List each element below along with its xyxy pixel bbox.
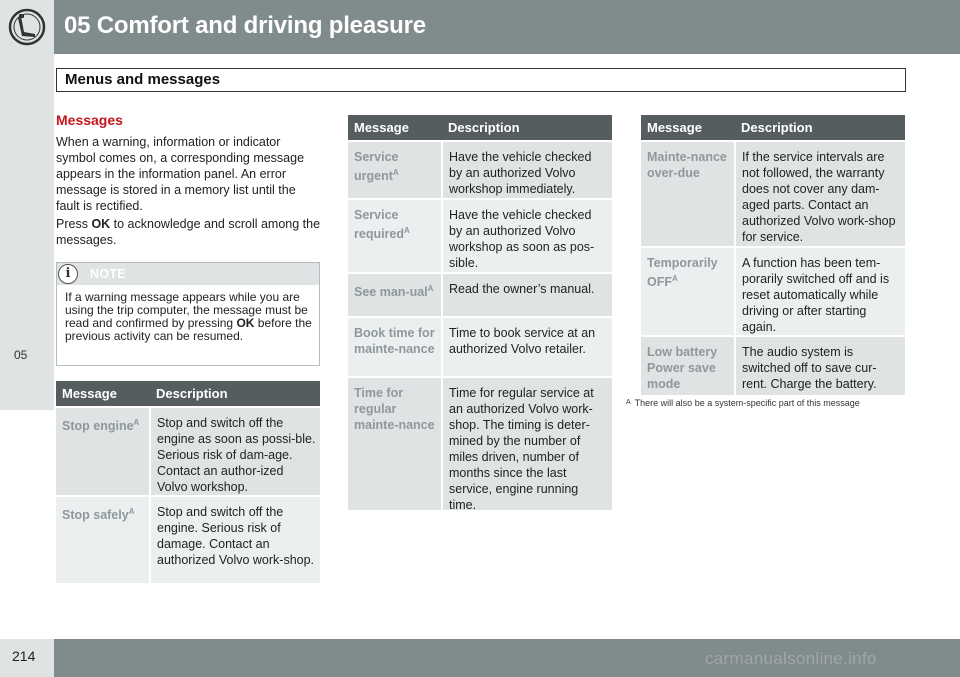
footnote-mark: A <box>404 226 410 235</box>
message-name: Book time for mainte-nance <box>354 326 435 356</box>
column-divider <box>734 248 736 335</box>
note-box: i NOTE If a warning message appears whil… <box>56 262 320 366</box>
chapter-side-tab: 05 <box>0 54 54 410</box>
message-cell: Time for regular mainte-nance <box>354 385 436 433</box>
ok-key-label: OK <box>91 217 111 231</box>
description-cell: Have the vehicle checked by an authorize… <box>449 208 595 270</box>
note-label: NOTE <box>90 267 126 281</box>
ok-key-label: OK <box>236 316 255 330</box>
footnote-mark: A <box>672 274 678 283</box>
description-cell: Time for regular service at an authorize… <box>449 386 594 512</box>
text-run: If a warning message appears while you a… <box>65 290 308 330</box>
message-cell: Book time for mainte-nance <box>354 325 436 357</box>
message-name: Service urgent <box>354 150 399 184</box>
column-divider <box>734 337 736 395</box>
message-cell: See man-ualA <box>354 281 436 300</box>
intro-paragraph: When a warning, information or indicator… <box>56 135 305 213</box>
table-row: Service urgentA Have the vehicle checked … <box>348 142 612 198</box>
message-cell: Low battery Power save mode <box>647 344 729 392</box>
message-name: See man-ual <box>354 285 428 300</box>
chapter-header-band <box>0 0 960 54</box>
table-row: Mainte-nance over-due If the service inte… <box>641 142 905 246</box>
description-cell: Stop and switch off the engine as soon a… <box>157 416 316 494</box>
table-row: Book time for mainte-nance Time to book s… <box>348 318 612 376</box>
message-cell: Stop safelyA <box>62 504 144 523</box>
message-cell: Stop engineA <box>62 415 144 434</box>
header-message: Message <box>62 386 117 401</box>
table-row: Time for regular mainte-nance Time for re… <box>348 378 612 512</box>
message-name: Service required <box>354 208 405 242</box>
page-number-tile: 214 <box>0 639 54 677</box>
header-description: Description <box>448 120 520 135</box>
text-run: before the previous activity can be resu… <box>65 316 312 343</box>
footnote-mark: A <box>133 418 140 427</box>
header-description: Description <box>741 120 813 135</box>
column-divider <box>441 274 443 316</box>
footnote-mark: A <box>128 507 135 516</box>
header-message: Message <box>647 120 702 135</box>
footer-band <box>0 639 960 677</box>
note-text: If a warning message appears while you a… <box>65 291 315 343</box>
footnote-mark: A <box>626 399 631 406</box>
description-cell: Stop and switch off the engine. Serious … <box>157 505 315 567</box>
section-title: Menus and messages <box>65 71 221 88</box>
table-row: Service requiredA Have the vehicle checke… <box>348 200 612 272</box>
message-name: Temporarily OFF <box>647 256 718 290</box>
header-description: Description <box>156 386 228 401</box>
message-name: Stop safely <box>62 508 129 523</box>
description-cell: Read the owner’s manual. <box>449 282 595 296</box>
table-header: Message Description <box>641 115 905 140</box>
column-divider <box>441 200 443 272</box>
table-row: Low battery Power save mode The audio sys… <box>641 337 905 395</box>
page-number: 214 <box>12 648 36 664</box>
column-divider <box>441 378 443 510</box>
table-row: Stop engineA Stop and switch off the engi… <box>56 408 320 495</box>
message-name: Low battery Power save mode <box>647 345 718 391</box>
footnote-text: There will also be a system-specific par… <box>634 398 860 408</box>
column-divider <box>734 142 736 246</box>
message-name: Stop engine <box>62 419 134 434</box>
description-cell: Have the vehicle checked by an authorize… <box>449 150 592 196</box>
description-cell: The audio system is switched off to save… <box>742 345 877 391</box>
chapter-number: 05 <box>14 348 28 362</box>
footnote-mark: A <box>427 284 434 293</box>
ok-instruction-paragraph: Press OK to acknowledge and scroll among… <box>56 216 322 248</box>
description-cell: If the service intervals are not followe… <box>742 150 896 244</box>
column-divider <box>149 497 151 583</box>
section-title-bar: Menus and messages <box>56 68 906 92</box>
text-run: to acknowledge and scroll among the mess… <box>56 217 321 247</box>
table-row: Temporarily OFFA A function has been tem-… <box>641 248 905 335</box>
messages-heading: Messages <box>56 112 123 128</box>
table-header: Message Description <box>348 115 612 140</box>
table-header: Message Description <box>56 381 320 406</box>
column-divider <box>441 142 443 198</box>
table-row: Stop safelyA Stop and switch off the engi… <box>56 497 320 583</box>
text-run: Press <box>56 217 92 231</box>
message-cell: Temporarily OFFA <box>647 255 729 290</box>
column-divider <box>441 318 443 376</box>
info-icon: i <box>58 264 78 284</box>
note-header: i NOTE <box>57 263 319 285</box>
message-name: Time for regular mainte-nance <box>354 386 435 432</box>
message-cell: Service urgentA <box>354 149 436 184</box>
column-divider <box>149 408 151 495</box>
chapter-title: 05 Comfort and driving pleasure <box>64 12 426 39</box>
table-row: See man-ualA Read the owner’s manual. <box>348 274 612 316</box>
chapter-icon-tile <box>0 0 54 54</box>
watermark: carmanualsonline.info <box>705 649 877 668</box>
description-cell: A function has been tem-porarily switche… <box>742 256 890 334</box>
message-name: Mainte-nance over-due <box>647 150 727 180</box>
message-cell: Service requiredA <box>354 207 436 242</box>
description-cell: Time to book service at an authorized Vo… <box>449 326 596 356</box>
seat-icon <box>8 8 46 46</box>
footnote-mark: A <box>392 168 399 177</box>
header-message: Message <box>354 120 409 135</box>
message-cell: Mainte-nance over-due <box>647 149 729 181</box>
